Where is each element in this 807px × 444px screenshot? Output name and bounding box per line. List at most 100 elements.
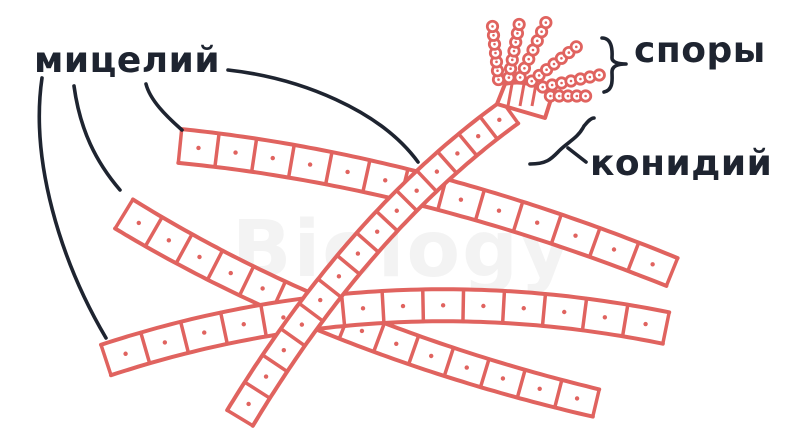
hypha-stalk-nucleus [263, 374, 269, 379]
hypha-crossing-septum [540, 292, 548, 328]
hypha-upper-septum [664, 256, 680, 288]
spore-dot [518, 76, 522, 79]
hypha-upper-nucleus [650, 262, 655, 267]
hypha-stalk-septum [394, 188, 419, 213]
spore-dot [540, 30, 543, 34]
hypha-lower-left-septum [553, 378, 564, 410]
spore-dot [491, 25, 494, 28]
spore-dot [560, 81, 563, 85]
hypha-upper-nucleus [458, 197, 464, 202]
hypha-upper-septum [626, 240, 641, 273]
hypha-upper-septum [323, 150, 334, 186]
head-septum [506, 83, 514, 107]
spore-dot [544, 21, 548, 24]
spore-dot [516, 31, 519, 35]
spore-dot [588, 75, 592, 79]
hypha-lower-left-septum [237, 264, 256, 298]
hypha-crossing-septum [580, 296, 589, 333]
hypha-stalk-nucleus [355, 251, 361, 256]
hypha-stalk-septum [260, 353, 289, 374]
label-mycelium: мицелий [34, 40, 221, 81]
hypha-stalk-septum [435, 150, 459, 175]
spore-dot [527, 57, 531, 61]
hypha-upper-fill [178, 129, 678, 286]
hypha-upper-septum [549, 212, 564, 246]
spore-dot [541, 85, 545, 89]
hypha-lower-left-nucleus [359, 328, 365, 334]
hypha-crossing-septum [500, 289, 507, 325]
hypha-stalk [225, 98, 521, 428]
hypha-stalk-nucleus [497, 117, 502, 123]
hypha-upper-septum [249, 136, 259, 174]
spore-dot [493, 42, 496, 46]
hypha-lower-left-septum [143, 215, 164, 248]
hypha-stalk-nucleus [394, 208, 399, 213]
spore-dot [557, 94, 561, 98]
hypha-stalk-septum [374, 209, 400, 233]
spore-dot [537, 74, 541, 77]
hypha-crossing-nucleus [562, 309, 567, 315]
hypha-lower-left-nucleus [537, 386, 542, 391]
leader-mycelium-2 [72, 84, 122, 192]
spore-dot [552, 62, 556, 66]
hypha-upper-septum [361, 158, 372, 194]
hypha-stalk-septum [297, 301, 325, 323]
hypha-stalk-nucleus [281, 347, 287, 353]
leader-mycelium-3 [144, 82, 184, 132]
hypha-crossing-septum [661, 310, 671, 346]
spore-dot [584, 94, 587, 98]
spore-dot [549, 94, 552, 98]
hypha-crossing-septum [620, 302, 630, 339]
spore-dot [575, 94, 579, 98]
hypha-crossing-septum [178, 320, 191, 355]
head-septum [530, 83, 538, 107]
hypha-lower-left-nucleus [260, 286, 265, 291]
label-spores: споры [634, 30, 766, 71]
hypha-stalk-septum [335, 253, 362, 276]
hypha-stalk-nucleus [374, 229, 380, 234]
hypha-stalk-septum [478, 115, 500, 141]
hypha-crossing-septum [421, 287, 426, 324]
spore-dot [531, 48, 535, 52]
hypha-lower-left-nucleus [464, 365, 469, 370]
hypha-upper-nucleus [611, 247, 617, 252]
hypha-lower-left-septum [591, 387, 601, 419]
spore-dot [512, 49, 516, 53]
hypha-stalk-nucleus [299, 322, 305, 327]
hypha-lower-left-nucleus [428, 353, 434, 359]
spore-dot [523, 66, 526, 70]
hyphae-group [99, 98, 680, 428]
hypha-upper-septum [213, 131, 221, 169]
hypha-crossing-septum [380, 289, 386, 325]
leader-lines-group [37, 36, 628, 340]
hypha-upper-nucleus [270, 155, 275, 161]
hypha-stalk-septum [415, 168, 439, 194]
hypha-stalk-nucleus [455, 151, 460, 156]
spore-dot [514, 40, 518, 44]
hypha-lower-left-fill [115, 199, 600, 417]
hypha-upper-nucleus [534, 220, 540, 225]
hypha-upper-septum [176, 127, 184, 165]
leader-conidia-tick [566, 146, 588, 164]
hypha-crossing-nucleus [241, 322, 246, 327]
spore-dot [566, 94, 570, 98]
hypha-lower-left-nucleus [166, 238, 172, 243]
hypha-lower-left-nucleus [574, 396, 580, 401]
hypha-lower-left-septum [174, 232, 194, 266]
spore-dot [510, 58, 514, 62]
hypha-crossing-septum [461, 287, 466, 324]
hypha-lower-left-septum [515, 368, 527, 400]
spore-dot [597, 73, 601, 77]
hypha-stalk-nucleus [414, 188, 419, 193]
hypha-stalk-septum [278, 326, 307, 348]
hypha-stalk-nucleus [434, 169, 440, 174]
hypha-upper-septum [511, 199, 525, 234]
hypha-lower-left-nucleus [394, 341, 399, 346]
head-septum [518, 83, 526, 107]
spore-dot [530, 79, 534, 83]
hypha-crossing-septum [218, 310, 230, 346]
hypha-crossing-nucleus [481, 303, 486, 309]
label-conidia: конидий [590, 143, 773, 184]
spore-dot [550, 83, 554, 87]
